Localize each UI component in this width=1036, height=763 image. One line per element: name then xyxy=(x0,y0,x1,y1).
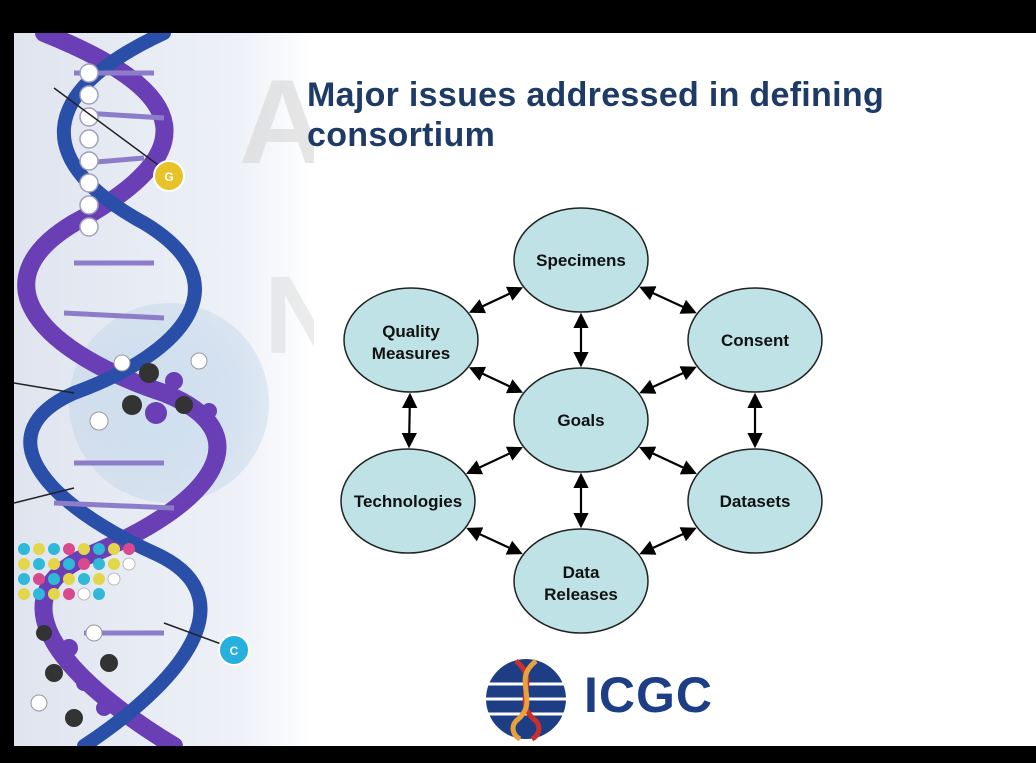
node-data-releases: Data Releases xyxy=(513,528,649,634)
connector-quality-measures-goals xyxy=(468,366,524,394)
svg-text:N: N xyxy=(264,254,314,377)
dna-helix-decoration: A N xyxy=(14,33,314,746)
svg-text:G: G xyxy=(164,170,173,184)
node-specimens: Specimens xyxy=(513,207,649,313)
logo-text: ICGC xyxy=(584,667,713,723)
node-label-consent: Consent xyxy=(721,331,789,350)
node-label-quality: Quality xyxy=(382,322,440,341)
connector-quality-measures-technologies xyxy=(401,392,418,449)
connector-datasets-data-releases xyxy=(639,527,697,555)
diagram-connections xyxy=(401,286,763,555)
title-line-2: consortium xyxy=(307,116,496,154)
svg-text:C: C xyxy=(230,644,239,658)
connector-technologies-goals xyxy=(465,446,524,475)
connector-specimens-consent xyxy=(639,286,697,314)
title-line-1: Major issues addressed in defining xyxy=(307,76,885,114)
icgc-logo xyxy=(484,659,568,742)
connector-consent-goals xyxy=(639,366,697,394)
node-label-specimens: Specimens xyxy=(536,251,626,270)
globe-dna-icon xyxy=(484,659,568,742)
node-label-data: Data xyxy=(563,563,600,582)
slide-title: Major issues addressed in defining conso… xyxy=(307,75,1027,155)
node-quality-measures: Quality Measures xyxy=(343,287,479,393)
g-base-badge: G xyxy=(153,160,185,192)
connector-datasets-goals xyxy=(639,446,697,475)
node-label-releases: Releases xyxy=(544,585,618,604)
node-label-technologies: Technologies xyxy=(354,492,462,511)
slide: A N xyxy=(14,33,1036,746)
node-label-goals: Goals xyxy=(557,411,604,430)
consortium-issues-diagram: Specimens Quality Measures Consent Goals… xyxy=(340,207,823,634)
c-base-badge: C xyxy=(218,634,250,666)
node-goals: Goals xyxy=(513,367,649,473)
node-datasets: Datasets xyxy=(687,448,823,554)
connector-technologies-data-releases xyxy=(466,527,523,555)
node-label-measures: Measures xyxy=(372,344,450,363)
connector-specimens-quality-measures xyxy=(468,286,524,314)
node-technologies: Technologies xyxy=(340,448,476,554)
node-label-datasets: Datasets xyxy=(720,492,791,511)
svg-text:A: A xyxy=(239,55,314,189)
node-consent: Consent xyxy=(687,287,823,393)
